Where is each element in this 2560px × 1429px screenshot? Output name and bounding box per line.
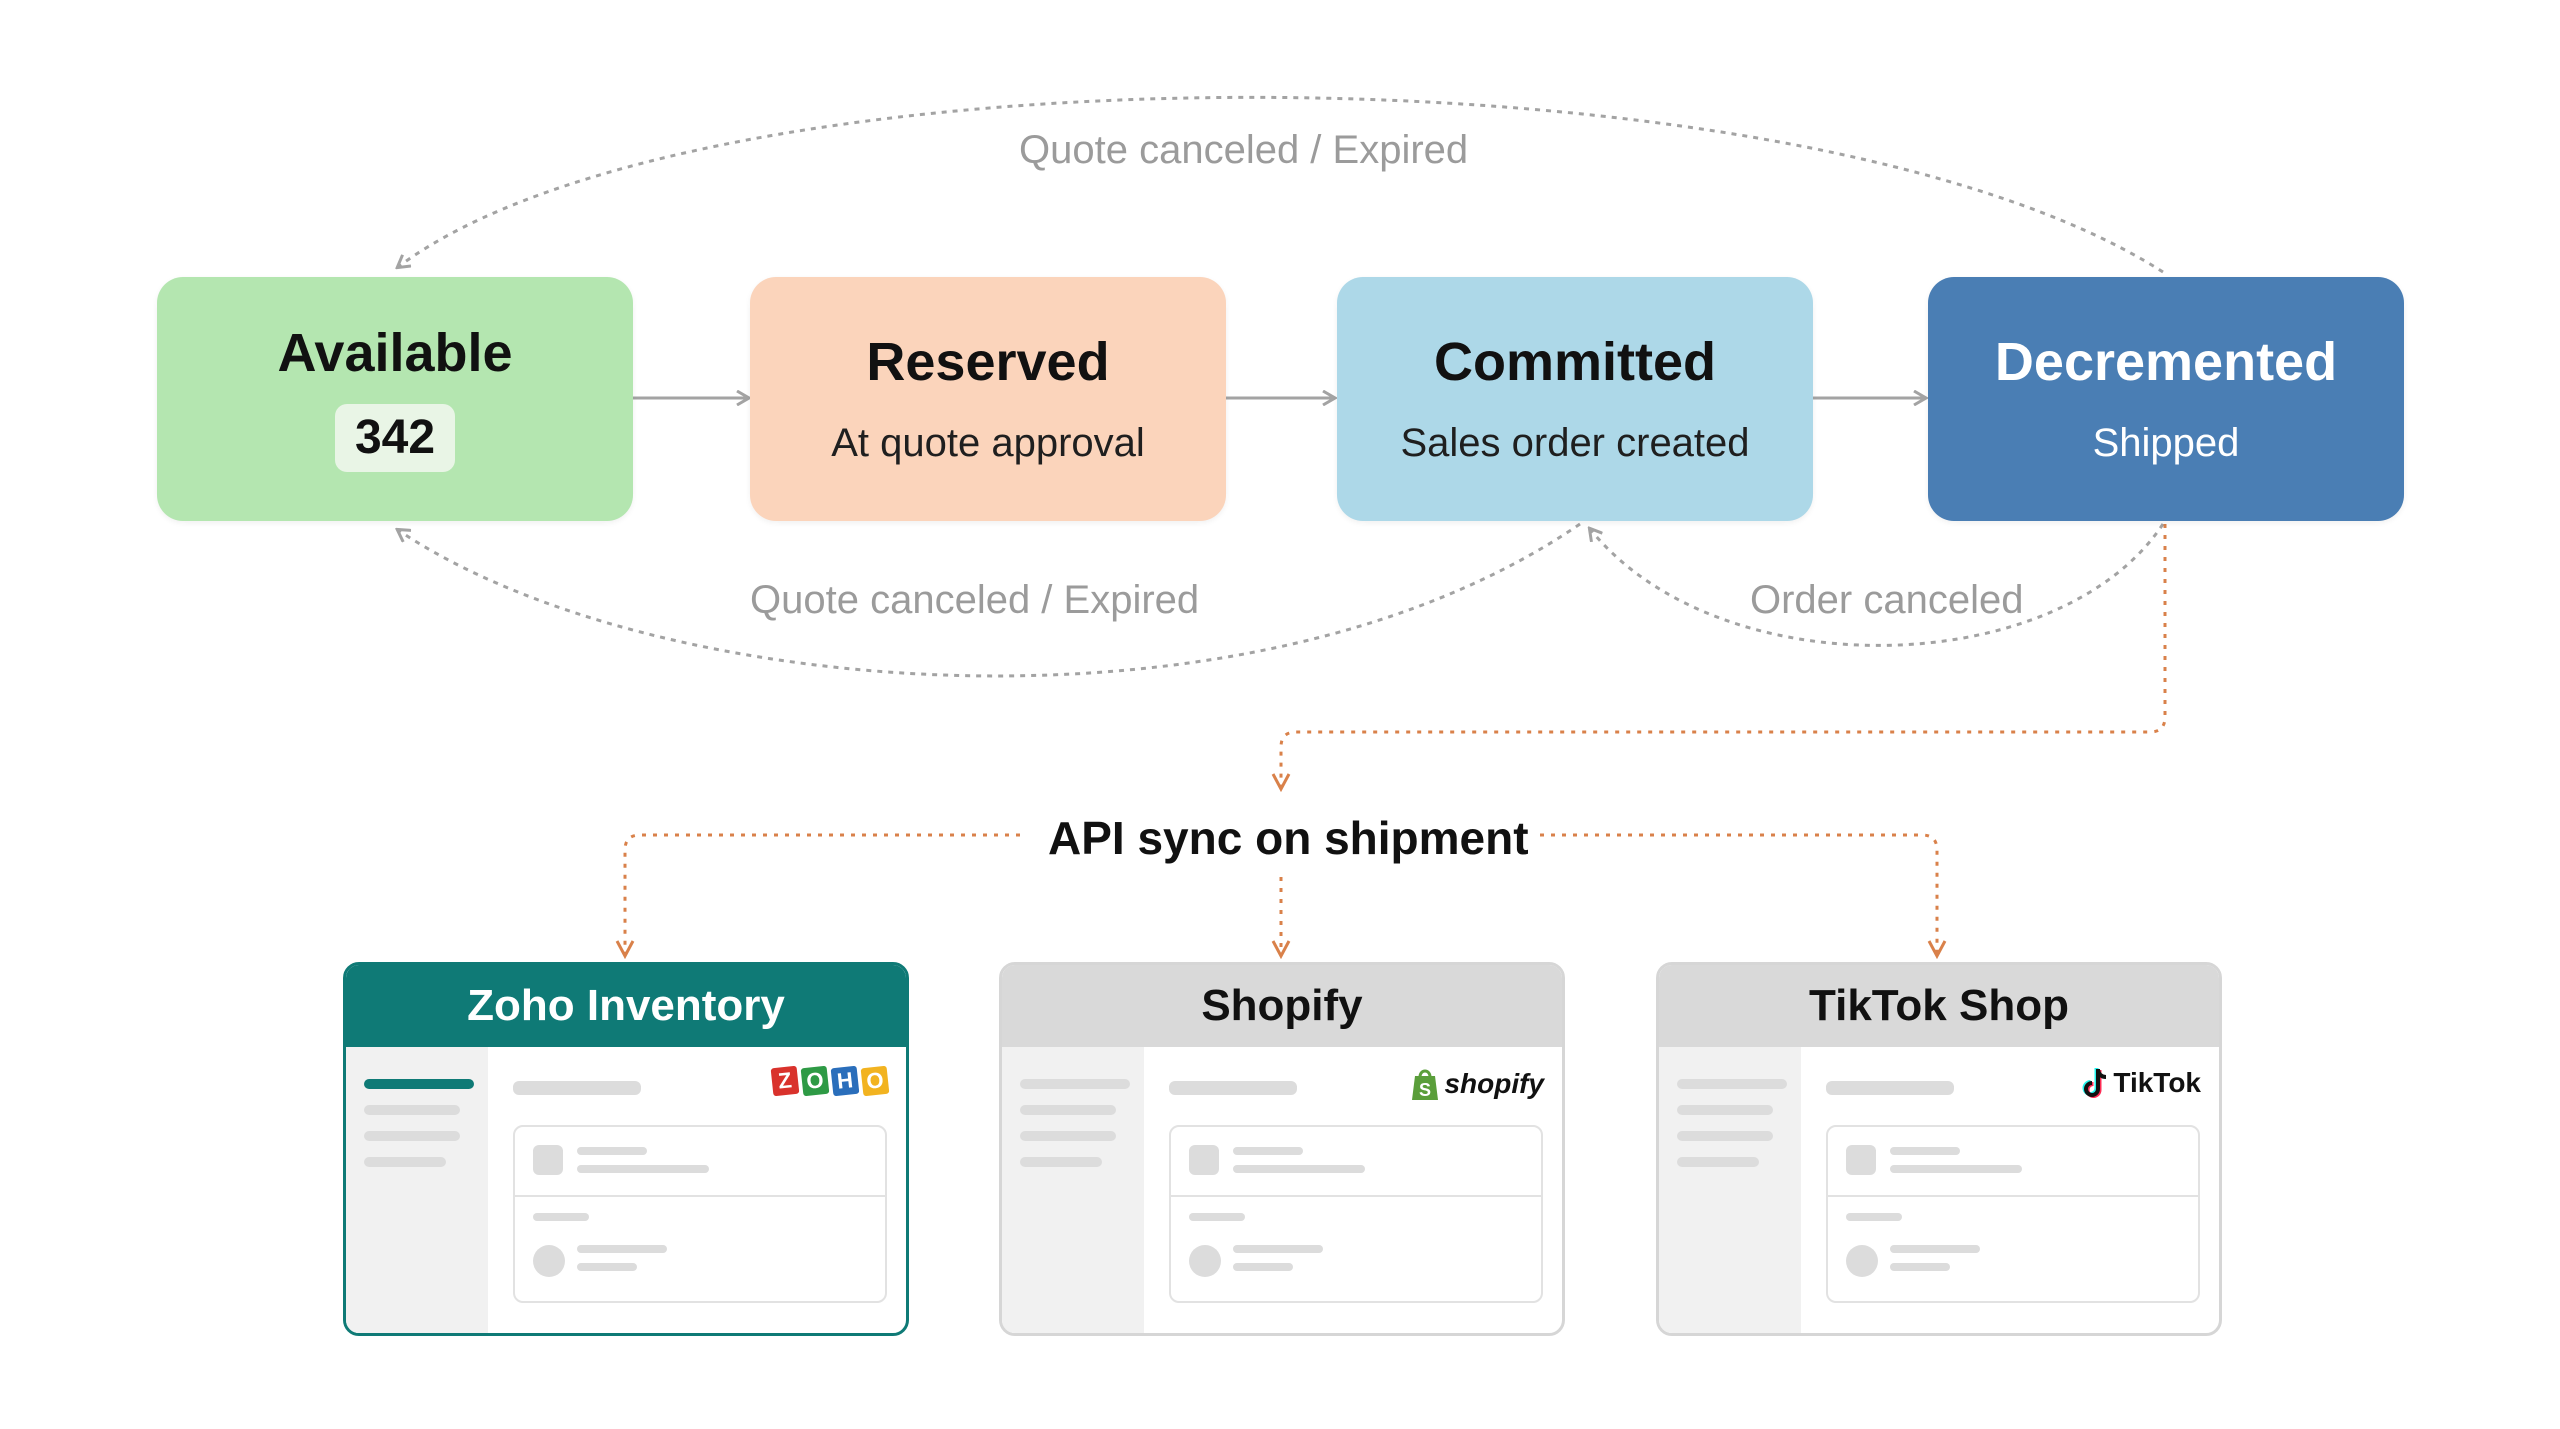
sync-to-zoho [625, 833, 1020, 955]
mock-line [1890, 1245, 1980, 1253]
mock-line [577, 1263, 637, 1271]
mock-toolbar-bar [513, 1081, 641, 1095]
mock-avatar [533, 1245, 565, 1277]
zoho-logo-letter: Z [770, 1065, 800, 1097]
mock-avatar [1846, 1245, 1878, 1277]
platform-mock-ui: S shopify [1002, 1047, 1562, 1333]
mock-sidebar-item [1020, 1131, 1116, 1141]
tiktok-wordmark: TikTok [2113, 1067, 2201, 1098]
transition-label-top: Quote canceled / Expired [1019, 128, 1469, 172]
mock-sidebar [1002, 1047, 1144, 1333]
return-curve-bottom-right [1590, 523, 2165, 647]
mock-avatar [1189, 1245, 1221, 1277]
mock-line [1890, 1263, 1950, 1271]
mock-line [1890, 1147, 1960, 1155]
mock-line [533, 1213, 589, 1221]
mock-line [577, 1165, 709, 1173]
mock-toolbar-bar [1169, 1081, 1297, 1095]
shopify-logo: S shopify [1410, 1067, 1544, 1101]
platform-mock-ui: TikTok [1659, 1047, 2219, 1333]
state-title: Reserved [866, 332, 1110, 392]
mock-line [1846, 1213, 1902, 1221]
mock-sidebar-item [1020, 1157, 1102, 1167]
mock-line [1233, 1147, 1303, 1155]
platform-card-shopify: Shopify S shopify [999, 962, 1565, 1336]
mock-sidebar-item [1677, 1157, 1759, 1167]
mock-sidebar-item [1677, 1131, 1773, 1141]
state-title: Decremented [1994, 332, 2338, 392]
transition-label-bottom-right: Order canceled [1750, 578, 2024, 622]
transition-label-bottom-left: Quote canceled / Expired [750, 578, 1200, 622]
mock-divider [1171, 1195, 1541, 1197]
mock-line [1189, 1213, 1245, 1221]
mock-sidebar-item [1020, 1079, 1130, 1089]
platform-card-tiktok: TikTok Shop TikTok [1656, 962, 2222, 1336]
platform-title: Shopify [1002, 965, 1562, 1047]
svg-text:S: S [1419, 1080, 1431, 1100]
return-curve-top [398, 95, 2164, 274]
state-title: Available [277, 323, 513, 383]
mock-panel [1169, 1125, 1543, 1303]
mock-sidebar-item [1677, 1105, 1773, 1115]
zoho-logo-letter: H [830, 1065, 860, 1097]
mock-toolbar-bar [1826, 1081, 1954, 1095]
mock-sidebar [346, 1047, 488, 1333]
state-decremented: Decremented Shipped [1928, 277, 2404, 521]
available-count-badge: 342 [334, 404, 456, 472]
shopify-wordmark: shopify [1444, 1068, 1544, 1099]
zoho-logo: Z O H O [770, 1065, 890, 1097]
platform-title: Zoho Inventory [346, 965, 906, 1047]
mock-line [1233, 1245, 1323, 1253]
mock-sidebar-item [364, 1131, 460, 1141]
platform-title: TikTok Shop [1659, 965, 2219, 1047]
platform-mock-ui: Z O H O [346, 1047, 906, 1333]
mock-sidebar-item [1677, 1079, 1787, 1089]
state-subtitle: Shipped [2092, 421, 2240, 465]
mock-sidebar-item [364, 1105, 460, 1115]
mock-divider [515, 1195, 885, 1197]
mock-sidebar [1659, 1047, 1801, 1333]
state-committed: Committed Sales order created [1337, 277, 1813, 521]
mock-line [1233, 1165, 1365, 1173]
mock-divider [1828, 1195, 2198, 1197]
mock-thumbnail [1846, 1145, 1876, 1175]
mock-sidebar-active-item [364, 1079, 474, 1089]
sync-from-shipped [1281, 524, 2167, 788]
mock-line [1233, 1263, 1293, 1271]
mock-line [1890, 1165, 2022, 1173]
sync-to-tiktok [1540, 833, 1937, 955]
state-reserved: Reserved At quote approval [750, 277, 1226, 521]
platform-card-zoho: Zoho Inventory Z O H O [343, 962, 909, 1336]
sync-label: API sync on shipment [1048, 812, 1529, 864]
mock-thumbnail [1189, 1145, 1219, 1175]
tiktok-logo: TikTok [2081, 1067, 2201, 1099]
mock-panel [513, 1125, 887, 1303]
mock-thumbnail [533, 1145, 563, 1175]
state-available: Available 342 [157, 277, 633, 521]
zoho-logo-letter: O [860, 1065, 890, 1097]
state-subtitle: Sales order created [1400, 421, 1750, 465]
shopify-bag-icon: S [1412, 1069, 1439, 1100]
mock-sidebar-item [364, 1157, 446, 1167]
zoho-logo-letter: O [800, 1065, 830, 1097]
tiktok-note-icon [2082, 1068, 2107, 1098]
state-title: Committed [1434, 332, 1716, 392]
state-subtitle: At quote approval [831, 421, 1145, 465]
mock-panel [1826, 1125, 2200, 1303]
mock-line [577, 1147, 647, 1155]
mock-line [577, 1245, 667, 1253]
mock-sidebar-item [1020, 1105, 1116, 1115]
